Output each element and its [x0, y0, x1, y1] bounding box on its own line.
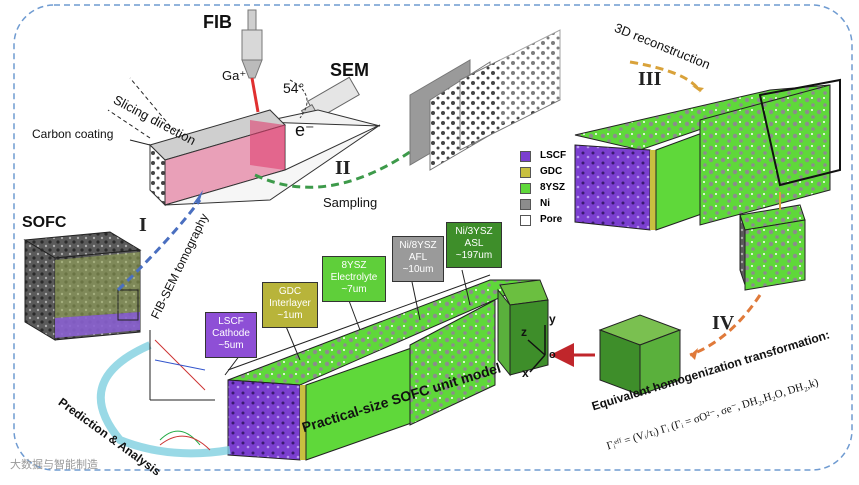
small-cube-bw — [739, 204, 806, 291]
layer-box-lscf-l3: ~5um — [218, 340, 244, 351]
axis-y: y — [549, 312, 556, 326]
xyz-axes — [527, 325, 546, 373]
carbon-label: Carbon coating — [32, 127, 114, 141]
electron-beam — [261, 109, 381, 127]
layer-box-gdc: GDC Interlayer ~1um — [262, 282, 318, 328]
step-IV: IV — [712, 312, 735, 334]
sem-label: SEM — [330, 60, 370, 80]
layer-box-8ysz-l3: ~7um — [341, 284, 367, 295]
axis-x: x — [522, 366, 529, 380]
legend-swatch-gdc — [520, 167, 531, 178]
layer-box-gdc-l2: Interlayer — [269, 298, 311, 309]
layer-box-8ysz-l2: Electrolyte — [330, 272, 378, 283]
fib-label: FIB — [203, 12, 232, 32]
angle-label: 54° — [283, 80, 305, 96]
layer-box-gdc-l1: GDC — [278, 286, 302, 297]
fib-sample-block — [149, 109, 381, 207]
step-II: II — [335, 157, 351, 179]
legend-label-ni: Ni — [540, 198, 550, 209]
homogenized-cube — [598, 314, 682, 396]
layer-box-ni8ysz-l3: ~10um — [402, 264, 434, 275]
layer-box-lscf-l2: Cathode — [212, 328, 250, 339]
layer-box-ni3ysz-l2: ASL — [464, 238, 484, 249]
sample-slices — [409, 25, 570, 171]
sofc-cube — [23, 231, 142, 341]
layer-box-ni8ysz-l1: Ni/8YSZ — [399, 240, 437, 251]
legend-swatch-lscf — [520, 151, 531, 162]
reconstructed-bar — [574, 78, 841, 231]
watermark: 大数据与智能制造 — [10, 459, 98, 471]
legend-swatch-8ysz — [520, 183, 531, 194]
legend-label-pore: Pore — [540, 214, 563, 225]
axis-z: z — [521, 325, 527, 339]
layer-box-ni8ysz-l2: AFL — [408, 252, 428, 263]
ga-label: Ga⁺ — [222, 68, 247, 83]
axis-o: o — [549, 349, 556, 361]
legend-label-gdc: GDC — [540, 166, 563, 177]
fib-column — [241, 9, 263, 113]
layer-box-ni3ysz: Ni/3YSZ ASL ~197um — [446, 222, 502, 268]
layer-box-ni3ysz-l3: ~197um — [455, 250, 493, 261]
step-III: III — [638, 68, 662, 90]
step-I: I — [139, 214, 147, 236]
prediction-arrow — [96, 341, 231, 458]
layer-box-8ysz-l1: 8YSZ — [341, 260, 367, 271]
layer-box-ni8ysz: Ni/8YSZ AFL ~10um — [392, 236, 444, 282]
legend-label-8ysz: 8YSZ — [540, 182, 566, 193]
layer-box-ni3ysz-l1: Ni/3YSZ — [455, 226, 493, 237]
prediction-graph — [149, 330, 215, 451]
dimension-line — [227, 274, 491, 371]
arrow-IV — [689, 294, 762, 357]
layer-box-lscf-l1: LSCF — [218, 316, 244, 327]
electron-label: e⁻ — [295, 120, 315, 140]
angle-arc — [289, 79, 308, 119]
arrow-I — [116, 199, 202, 292]
legend-label-lscf: LSCF — [540, 150, 567, 161]
sofc-label: SOFC — [22, 214, 67, 231]
layer-box-lscf: LSCF Cathode ~5um — [205, 312, 257, 358]
legend-swatch-ni — [520, 199, 531, 210]
practical-bar — [227, 279, 549, 461]
layer-box-8ysz: 8YSZ Electrolyte ~7um — [322, 256, 386, 302]
layer-box-gdc-l3: ~1um — [277, 310, 303, 321]
arrow-II — [254, 143, 421, 189]
legend-swatch-pore — [520, 215, 531, 226]
outer-frame — [13, 4, 853, 471]
sampling-label: Sampling — [323, 195, 378, 210]
